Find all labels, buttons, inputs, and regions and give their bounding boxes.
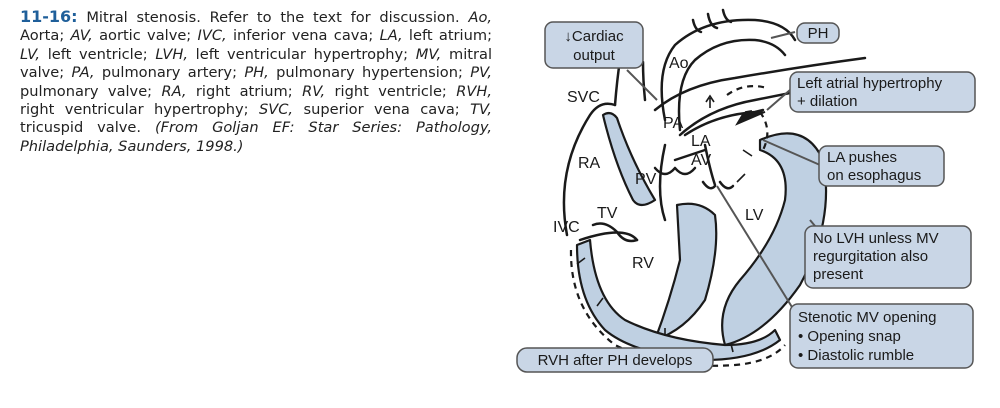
flow-arrow <box>742 149 753 157</box>
abbreviation-definition: pulmonary artery; <box>94 64 245 82</box>
abbreviation-term: RA, <box>161 82 187 100</box>
no-lvh-line2: regurgitation also <box>813 248 928 265</box>
abbreviation-term: AV, <box>70 27 93 45</box>
abbreviation-term: IVC, <box>197 27 227 45</box>
la-esophagus-line2: on esophagus <box>827 167 921 184</box>
abbreviation-definition: left ventricular hypertrophy; <box>187 45 416 63</box>
pulmonary-artery <box>653 56 867 112</box>
tricuspid-valve <box>591 222 639 243</box>
abbreviation-definition: mitral valve; <box>20 45 492 82</box>
abbreviation-term: PV, <box>470 64 493 82</box>
la-hypertrophy-line2: + dilation <box>797 93 857 110</box>
callout-cardiac-output: ↓Cardiac output <box>544 21 644 69</box>
callout-rvh: RVH after PH develops <box>516 347 714 373</box>
pulmonary-valve <box>653 166 697 176</box>
abbreviation-term: LV, <box>20 45 41 63</box>
abbreviation-list: Ao, Aorta; AV, aortic valve; IVC, inferi… <box>20 9 492 136</box>
la-esophagus-line1: LA pushes <box>827 149 897 166</box>
label-tv: TV <box>597 205 618 222</box>
large-arrow <box>735 111 766 126</box>
label-lv: LV <box>745 207 764 224</box>
flow-arrow <box>736 173 746 183</box>
abbreviation-definition: left atrium; <box>402 27 492 45</box>
aortic-valve <box>673 148 707 162</box>
caption-source: (From Goljan EF: Star Series: Pathology,… <box>20 119 492 155</box>
abbreviation-term: PA, <box>71 64 95 82</box>
rv-hypertrophy-outline <box>569 249 786 367</box>
callout-stenotic-mv: Stenotic MV opening • Opening snap • Dia… <box>789 303 974 369</box>
abbreviation-definition: inferior vena cava; <box>226 27 380 45</box>
abbreviation-definition: right ventricular hypertrophy; <box>20 101 259 119</box>
label-rv: RV <box>632 255 654 272</box>
flow-arrow <box>705 94 715 108</box>
no-lvh-line1: No LVH unless MV <box>813 230 939 247</box>
la-hypertrophy-line1: Left atrial hypertrophy <box>797 75 943 92</box>
flow-arrow <box>730 343 734 353</box>
callout-la-hypertrophy: Left atrial hypertrophy + dilation <box>789 71 976 113</box>
ph-label: PH <box>808 25 829 42</box>
cardiac-output-line2: output <box>573 47 616 64</box>
flow-arrow <box>576 257 586 265</box>
left-atrium-outline <box>683 108 765 137</box>
stenotic-mv-line1: Stenotic MV opening <box>798 309 936 326</box>
pointer-esophagus <box>762 139 821 166</box>
figure-number: 11-16: <box>20 7 78 26</box>
abbreviation-term: MV, <box>415 45 442 63</box>
flow-arrow <box>596 297 604 307</box>
pointer-ph <box>770 31 796 39</box>
abbreviation-term: SVC, <box>259 101 294 119</box>
label-svc: SVC <box>567 89 600 106</box>
septum-wall <box>653 202 718 342</box>
abbreviation-definition: left ventricle; <box>40 45 156 63</box>
rvh-label: RVH after PH develops <box>538 352 693 369</box>
abbreviation-definition: tricuspid valve. <box>20 119 155 137</box>
right-atrium-wall <box>601 111 657 207</box>
label-ivc: IVC <box>553 219 580 236</box>
abbreviation-definition: right atrium; <box>186 82 303 100</box>
pointer-la-hyp <box>766 89 791 111</box>
label-pa: PA <box>663 115 683 132</box>
abbreviation-term: LVH, <box>155 45 188 63</box>
abbreviation-term: PH, <box>244 64 269 82</box>
label-pv: PV <box>635 171 657 188</box>
abbreviation-term: TV, <box>470 101 492 119</box>
callout-no-lvh: No LVH unless MV regurgitation also pres… <box>804 225 972 289</box>
abbreviation-definition: right ventricle; <box>325 82 457 100</box>
abbreviation-definition: Aorta; <box>20 27 71 45</box>
label-ra: RA <box>578 155 601 172</box>
abbreviation-definition: pulmonary hypertension; <box>268 64 471 82</box>
abbreviation-term: Ao, <box>468 9 493 26</box>
label-av: AV <box>691 152 711 169</box>
callout-ph: PH <box>796 22 840 44</box>
mitral-valve <box>701 180 735 190</box>
callout-la-esophagus: LA pushes on esophagus <box>818 145 945 187</box>
abbreviation-term: LA, <box>379 27 403 45</box>
abbreviation-definition: aortic valve; <box>92 27 198 45</box>
pointer-cardiac <box>626 69 658 101</box>
caption-title: Mitral stenosis. Refer to the text for d… <box>86 9 460 26</box>
label-la: LA <box>691 133 711 150</box>
cardiac-output-line1: ↓Cardiac <box>564 28 624 45</box>
la-dilation-outline <box>726 85 769 151</box>
abbreviation-term: RV, <box>302 82 326 100</box>
label-ao: Ao <box>669 55 689 72</box>
aortic-arch <box>660 18 797 122</box>
stenotic-mv-line3: • Diastolic rumble <box>798 347 914 364</box>
no-lvh-line3: present <box>813 266 864 283</box>
right-ventricle-wall <box>575 238 782 362</box>
abbreviation-term: RVH, <box>456 82 492 100</box>
stenotic-mv-line2: • Opening snap <box>798 328 901 345</box>
abbreviation-definition: superior vena cava; <box>293 101 471 119</box>
abbreviation-definition: pulmonary valve; <box>20 82 162 100</box>
mitral-stenosis-diagram: Ao SVC PA LA AV RA PV TV IVC LV RV ↓Card… <box>516 8 976 373</box>
figure-caption: 11-16: Mitral stenosis. Refer to the tex… <box>20 7 492 156</box>
pointer-mv <box>716 185 801 321</box>
